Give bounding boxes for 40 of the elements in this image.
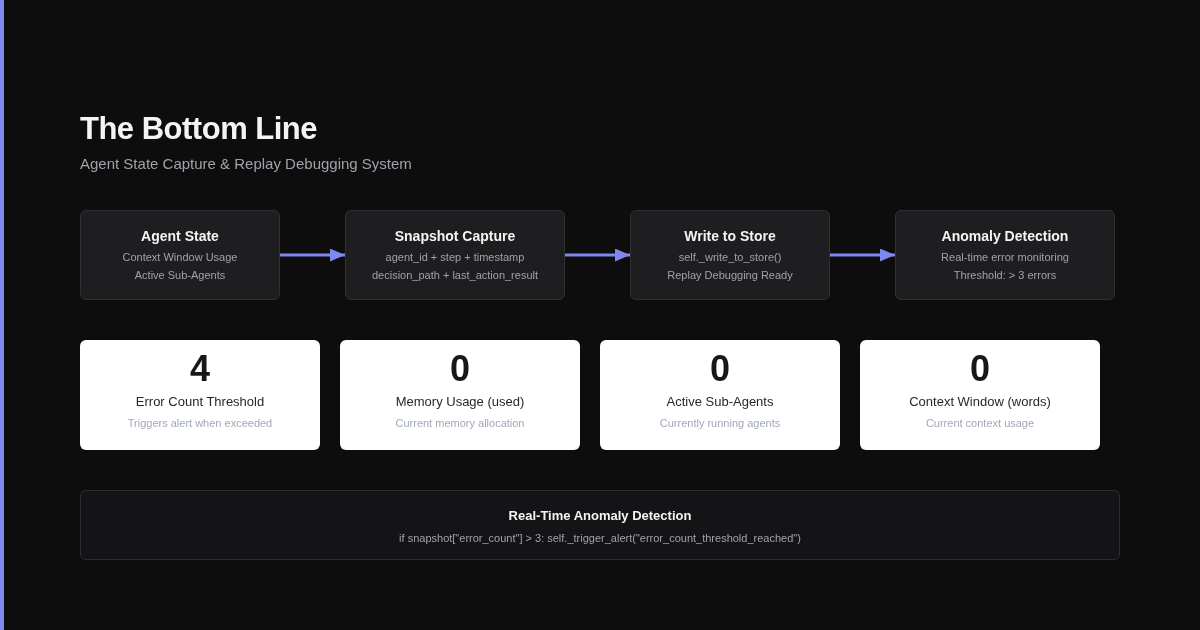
box-detail: Replay Debugging Ready — [667, 268, 793, 283]
box-title: Anomaly Detection — [941, 227, 1069, 245]
box-detail: Real-time error monitoring — [941, 250, 1069, 265]
arrow — [830, 248, 895, 262]
box-title: Write to Store — [684, 227, 776, 245]
stat-value: 0 — [710, 348, 730, 390]
info-panel — [80, 490, 1120, 560]
box-detail: self._write_to_store() — [678, 250, 782, 265]
stat-value: 0 — [450, 348, 470, 390]
box-detail: Threshold: > 3 errors — [953, 268, 1057, 283]
stat-value: 4 — [190, 348, 210, 390]
stat-value: 0 — [970, 348, 990, 390]
box-title: Agent State — [141, 227, 219, 245]
process-box — [895, 210, 1115, 300]
stat-card — [600, 340, 840, 450]
process-box — [80, 210, 280, 300]
box-detail: agent_id + step + timestamp — [385, 250, 525, 265]
subtitle: Agent State Capture & Replay Debugging System — [80, 154, 412, 174]
panel-title: Real-Time Anomaly Detection — [508, 507, 692, 525]
arrow — [280, 248, 345, 262]
stat-label: Error Count Threshold — [135, 393, 265, 411]
arrow — [565, 248, 630, 262]
stat-description: Current context usage — [925, 416, 1035, 431]
stat-card — [860, 340, 1100, 450]
box-detail: Active Sub-Agents — [134, 268, 226, 283]
box-detail: decision_path + last_action_result — [372, 268, 538, 283]
stat-card — [80, 340, 320, 450]
box-detail: Context Window Usage — [122, 250, 238, 265]
process-box — [345, 210, 565, 300]
stat-description: Currently running agents — [659, 416, 781, 431]
page-title: The Bottom Line — [80, 110, 318, 148]
code-snippet: if snapshot["error_count"] > 3: self._trigger_alert("error_count_threshold_reached") — [399, 531, 801, 546]
stat-label: Active Sub-Agents — [666, 393, 774, 411]
stat-label: Context Window (words) — [909, 393, 1051, 411]
box-title: Snapshot Capture — [394, 227, 516, 245]
stat-label: Memory Usage (used) — [395, 393, 525, 411]
stat-description: Current memory allocation — [395, 416, 525, 431]
stat-card — [340, 340, 580, 450]
stat-description: Triggers alert when exceeded — [127, 416, 273, 431]
process-box — [630, 210, 830, 300]
